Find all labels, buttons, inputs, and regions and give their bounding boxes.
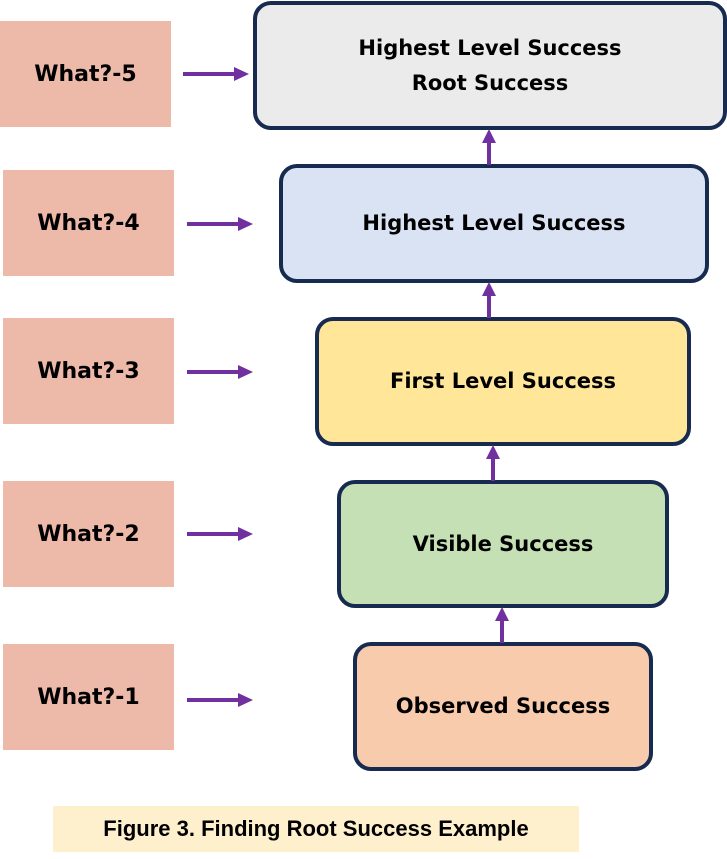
question-label: What?-3 xyxy=(37,358,140,384)
up-arrow-icon xyxy=(482,282,496,318)
level-first-success: First Level Success xyxy=(315,317,691,446)
up-arrow-icon xyxy=(486,445,500,481)
level-root-success: Highest Level Success Root Success xyxy=(253,1,727,130)
level-visible-success: Visible Success xyxy=(337,480,669,608)
right-arrow-icon xyxy=(187,527,253,541)
level-title: Highest Level Success xyxy=(358,35,622,60)
question-label: What?-1 xyxy=(37,684,140,710)
question-box-1: What?-1 xyxy=(3,644,174,750)
right-arrow-icon xyxy=(183,67,249,81)
question-box-3: What?-3 xyxy=(3,318,174,424)
level-observed-success: Observed Success xyxy=(353,642,653,771)
right-arrow-icon xyxy=(187,217,253,231)
right-arrow-icon xyxy=(187,693,253,707)
question-box-2: What?-2 xyxy=(3,481,174,587)
right-arrow-icon xyxy=(187,365,253,379)
question-label: What?-4 xyxy=(37,210,140,236)
caption-text: Figure 3. Finding Root Success Example xyxy=(103,816,529,841)
question-label: What?-2 xyxy=(37,521,140,547)
question-box-5: What?-5 xyxy=(0,21,171,127)
level-title: Visible Success xyxy=(412,531,594,556)
level-title: Observed Success xyxy=(395,694,611,718)
up-arrow-icon xyxy=(482,129,496,165)
up-arrow-icon xyxy=(495,607,509,643)
figure-caption: Figure 3. Finding Root Success Example xyxy=(53,806,579,852)
level-subtitle: Root Success xyxy=(411,70,569,95)
question-box-4: What?-4 xyxy=(3,170,174,276)
level-title: First Level Success xyxy=(389,369,617,393)
question-label: What?-5 xyxy=(34,61,137,87)
level-title: Highest Level Success xyxy=(362,211,626,235)
level-highest-success: Highest Level Success xyxy=(279,164,709,283)
